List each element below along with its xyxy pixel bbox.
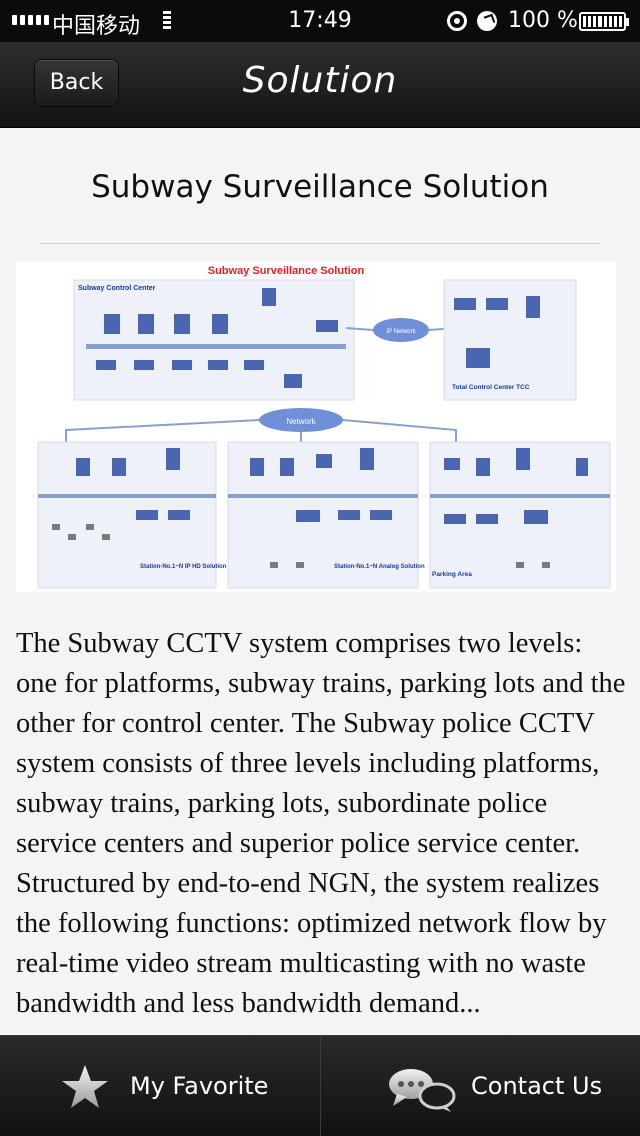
tcc-label: Total Control Center TCC bbox=[452, 384, 530, 391]
content-scroll-area[interactable]: Subway Surveillance Solution Subway Surv… bbox=[0, 129, 640, 1035]
station-ip-label-text: Station-No.1~N IP HD Solution bbox=[140, 564, 227, 570]
nav-title: Solution bbox=[242, 60, 398, 101]
rotation-lock-icon bbox=[447, 11, 467, 31]
battery-percentage: 100 % bbox=[508, 8, 578, 33]
workstation-icons bbox=[104, 288, 338, 334]
station-bus-lines bbox=[38, 494, 610, 498]
station-analog-label: Station-No.1~N Analog Solution bbox=[334, 564, 425, 570]
carrier-name: 中国移动 bbox=[52, 14, 141, 39]
battery-icon bbox=[579, 12, 629, 31]
server-icons bbox=[96, 360, 302, 388]
network-label: Network bbox=[286, 417, 316, 426]
status-bar: 中国移动 17:49 100 % bbox=[0, 0, 640, 42]
page-title: Subway Surveillance Solution bbox=[91, 169, 549, 205]
tab-contact-us-label: Contact Us bbox=[471, 1072, 603, 1100]
back-button[interactable]: Back bbox=[34, 59, 119, 107]
tab-my-favorite[interactable]: My Favorite bbox=[0, 1036, 320, 1136]
diagram-svg: Subway Surveillance Solution Subway Cont… bbox=[37, 265, 611, 589]
parking-label: Parking Area bbox=[432, 571, 472, 578]
network-cloud bbox=[259, 408, 343, 432]
navigation-bar: Back Solution bbox=[0, 42, 640, 128]
diagram-title: Subway Surveillance Solution bbox=[208, 265, 365, 277]
article-body: The Subway CCTV system comprises two lev… bbox=[16, 628, 626, 1019]
title-divider bbox=[40, 243, 600, 244]
ip-network-label: IP Network bbox=[386, 329, 416, 335]
status-time: 17:49 bbox=[288, 8, 352, 33]
chat-icon bbox=[389, 1069, 456, 1112]
tab-my-favorite-label: My Favorite bbox=[130, 1072, 269, 1100]
surveillance-diagram-image: Subway Surveillance Solution Subway Cont… bbox=[16, 262, 616, 592]
control-center-box bbox=[73, 279, 355, 401]
control-center-bus bbox=[86, 344, 346, 349]
tab-contact-us[interactable]: Contact Us bbox=[320, 1036, 640, 1136]
camera-icons bbox=[52, 524, 550, 568]
tab-bar: My Favorite Contact Us bbox=[0, 1035, 640, 1136]
tcc-device-icons bbox=[454, 296, 540, 368]
station-device-icons bbox=[76, 448, 588, 524]
station-analog-label-text: Station-No.1~N Analog Solution bbox=[334, 564, 425, 570]
alarm-icon bbox=[477, 11, 497, 31]
signal-icon bbox=[12, 15, 49, 25]
control-center-label: Subway Control Center bbox=[78, 285, 156, 292]
data-signal-icon bbox=[163, 11, 171, 29]
star-icon bbox=[62, 1065, 108, 1108]
station-ip-label: Station-No.1~N IP HD Solution bbox=[140, 564, 227, 570]
ip-network-cloud bbox=[373, 318, 429, 342]
